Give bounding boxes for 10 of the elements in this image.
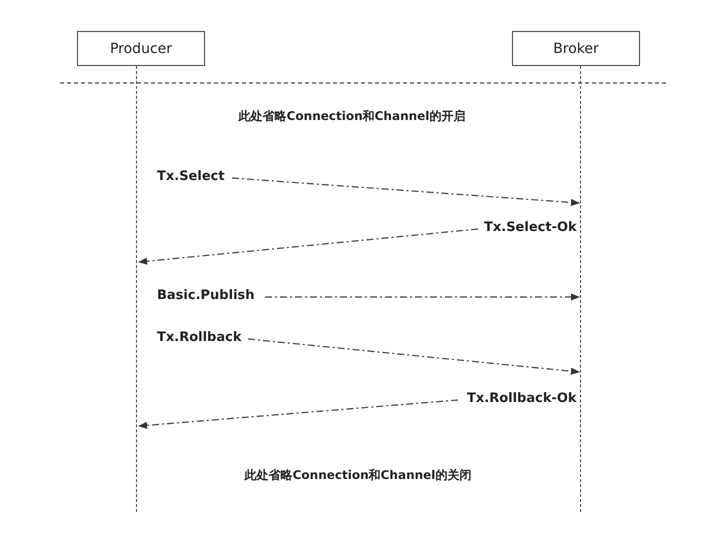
lifeline bbox=[580, 66, 581, 512]
message-arrow bbox=[138, 399, 458, 429]
note-text: 此处省略Connection和Channel的开启 bbox=[238, 108, 466, 125]
message-arrow bbox=[232, 177, 580, 206]
note-text: 此处省略Connection和Channel的关闭 bbox=[244, 467, 472, 484]
lifeline bbox=[136, 66, 137, 512]
participant-box: Producer bbox=[77, 31, 205, 66]
message-arrow bbox=[265, 293, 580, 301]
message-arrow bbox=[138, 228, 478, 265]
participant-box: Broker bbox=[512, 31, 640, 66]
